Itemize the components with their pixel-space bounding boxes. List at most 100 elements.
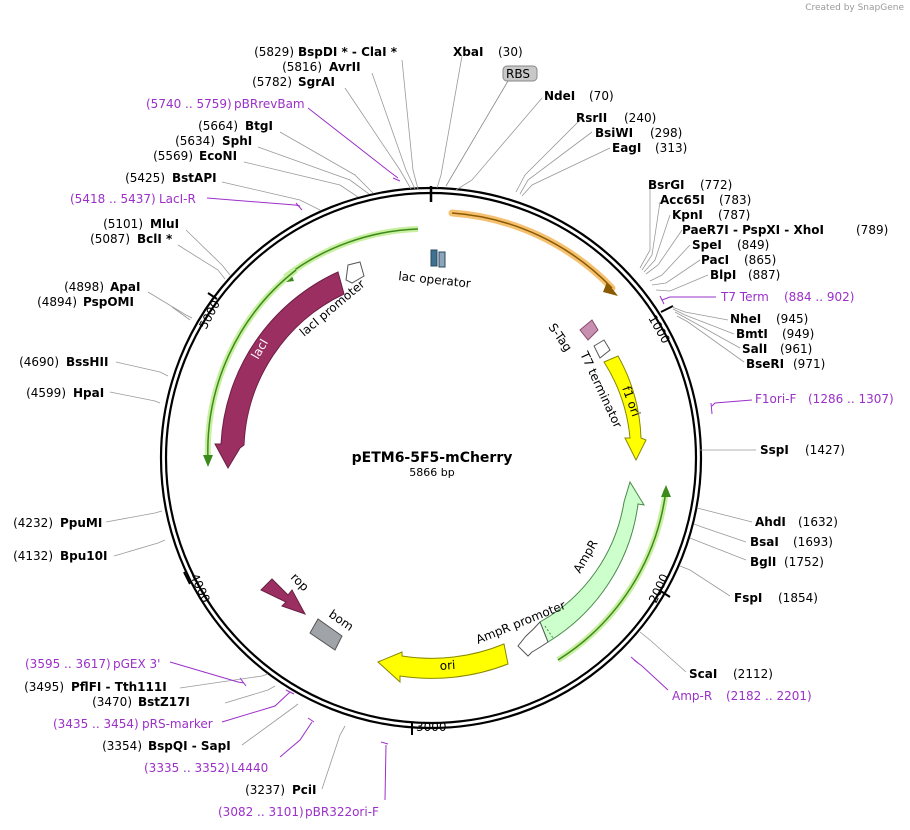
enzyme-name: SphI bbox=[222, 134, 252, 148]
enzyme-name: NheI bbox=[730, 312, 761, 326]
enzyme-name: SspI bbox=[760, 443, 789, 457]
enzyme-pos: (240) bbox=[624, 111, 656, 125]
enzyme-name: PciI bbox=[292, 783, 317, 797]
enzyme-name: EagI bbox=[612, 141, 641, 155]
tick-label-3000: 3000 bbox=[416, 720, 447, 734]
enzyme-pos: (5101) bbox=[103, 217, 143, 231]
enzyme-name: EcoNI bbox=[199, 149, 237, 163]
feature-ori-arrow bbox=[377, 643, 509, 684]
enzyme-pos: (1427) bbox=[805, 443, 845, 457]
enzyme-name: ScaI bbox=[689, 667, 717, 681]
green-arc-top bbox=[284, 228, 419, 278]
primer-name: L4440 bbox=[231, 761, 268, 775]
enzyme-pos: (298) bbox=[650, 126, 682, 140]
green-arc-left-arrowhead bbox=[203, 455, 213, 467]
enzyme-pos: (787) bbox=[718, 208, 750, 222]
enzyme-name: PpuMI bbox=[60, 516, 102, 530]
primer-name: pBRrevBam bbox=[234, 97, 305, 111]
enzyme-name: BseRI bbox=[746, 357, 784, 371]
feature-ampr-label: AmpR bbox=[570, 537, 600, 575]
enzyme-name: KpnI bbox=[672, 208, 703, 222]
enzyme-name: BclI * bbox=[137, 232, 173, 246]
enzyme-pos: (1693) bbox=[793, 535, 833, 549]
plasmid-name: pETM6-5F5-mCherry bbox=[352, 450, 513, 466]
feature-lac-operator-box1 bbox=[430, 249, 438, 267]
enzyme-labels-right: XbaI (30) NdeI (70) RsrII (240) BsiWI (2… bbox=[453, 45, 888, 681]
enzyme-pos: (5087) bbox=[90, 232, 130, 246]
feature-ampr-arrow bbox=[539, 480, 645, 643]
enzyme-name: PflFI - Tth111I bbox=[71, 680, 167, 694]
enzyme-pos: (2112) bbox=[733, 667, 773, 681]
enzyme-pos: (70) bbox=[589, 89, 614, 103]
enzyme-name: SgrAI bbox=[298, 75, 335, 89]
enzyme-pos: (887) bbox=[748, 268, 780, 282]
feature-ampr-promoter-arrow bbox=[517, 621, 549, 657]
feature-rop-arrow bbox=[260, 578, 307, 615]
primer-name: T7 Term bbox=[720, 290, 769, 304]
feature-s-tag-label: S-Tag bbox=[546, 321, 575, 355]
enzyme-pos: (949) bbox=[782, 327, 814, 341]
enzyme-pos: (4132) bbox=[13, 549, 53, 563]
feature-bom-box bbox=[309, 618, 343, 651]
feature-t7-terminator-arrow bbox=[593, 339, 611, 359]
enzyme-name: BmtI bbox=[736, 327, 768, 341]
enzyme-pos: (5782) bbox=[252, 75, 292, 89]
enzyme-pos: (3354) bbox=[102, 739, 142, 753]
feature-ori-label: ori bbox=[439, 658, 456, 673]
orf-arc-highlight bbox=[448, 209, 616, 292]
enzyme-name: PaeR7I - PspXI - XhoI bbox=[682, 223, 824, 237]
enzyme-pos: (3495) bbox=[24, 680, 64, 694]
enzyme-name: ApaI bbox=[110, 280, 140, 294]
enzyme-pos: (5569) bbox=[153, 149, 193, 163]
enzyme-leaders-right bbox=[436, 55, 756, 673]
enzyme-pos: (772) bbox=[700, 178, 732, 192]
enzyme-pos: (4894) bbox=[37, 295, 77, 309]
enzyme-name: AhdI bbox=[755, 515, 786, 529]
enzyme-pos: (4232) bbox=[13, 516, 53, 530]
enzyme-pos: (961) bbox=[780, 342, 812, 356]
plasmid-length: 5866 bp bbox=[409, 466, 454, 479]
primer-range: (3435 .. 3454) bbox=[53, 717, 139, 731]
feature-rbs-label: RBS bbox=[506, 67, 530, 81]
enzyme-pos: (4599) bbox=[26, 386, 66, 400]
feature-lac-operator-label: lac operator bbox=[398, 269, 472, 291]
enzyme-name: BstZ17I bbox=[138, 695, 190, 709]
primer-name: Amp-R bbox=[672, 689, 712, 703]
enzyme-pos: (4898) bbox=[64, 280, 104, 294]
primer-range: (1286 .. 1307) bbox=[808, 392, 894, 406]
enzyme-pos: (971) bbox=[793, 357, 825, 371]
enzyme-pos: (783) bbox=[719, 193, 751, 207]
enzyme-pos: (789) bbox=[856, 223, 888, 237]
enzyme-name: BlpI bbox=[710, 268, 736, 282]
enzyme-pos: (1632) bbox=[798, 515, 838, 529]
enzyme-pos: (3470) bbox=[92, 695, 132, 709]
primer-range: (5740 .. 5759) bbox=[146, 97, 232, 111]
enzyme-name: BstAPI bbox=[172, 171, 217, 185]
enzyme-name: PspOMI bbox=[83, 295, 134, 309]
feature-laci-arrow bbox=[214, 271, 345, 470]
enzyme-pos: (313) bbox=[655, 141, 687, 155]
rbs-leader-line bbox=[445, 80, 509, 187]
snapgene-credit: Created by SnapGene bbox=[805, 3, 904, 13]
enzyme-pos: (30) bbox=[498, 45, 523, 59]
green-arc-right bbox=[557, 489, 667, 661]
enzyme-name: Bpu10I bbox=[60, 549, 107, 563]
primer-name: LacI-R bbox=[159, 192, 196, 206]
orf-arc-arrowhead bbox=[603, 282, 618, 296]
enzyme-name: RsrII bbox=[576, 111, 607, 125]
enzyme-name: AvrII bbox=[329, 60, 361, 74]
primer-labels: (5740 .. 5759) pBRrevBam (5418 .. 5437) … bbox=[25, 97, 894, 819]
enzyme-name: SalI bbox=[742, 342, 767, 356]
primer-name: pBR322ori-F bbox=[305, 805, 379, 819]
enzyme-name: BspQI - SapI bbox=[148, 739, 231, 753]
enzyme-name: BssHII bbox=[66, 355, 108, 369]
enzyme-name: NdeI bbox=[544, 89, 575, 103]
feature-s-tag-arrow bbox=[579, 319, 599, 341]
enzyme-pos: (5829) bbox=[254, 45, 294, 59]
primer-range: (3082 .. 3101) bbox=[218, 805, 304, 819]
primer-range: (2182 .. 2201) bbox=[726, 689, 812, 703]
enzyme-name: BsaI bbox=[750, 535, 779, 549]
tick-label-5000: 5000 bbox=[196, 298, 223, 332]
enzyme-name: BtgI bbox=[245, 119, 273, 133]
primer-name: F1ori-F bbox=[755, 392, 796, 406]
